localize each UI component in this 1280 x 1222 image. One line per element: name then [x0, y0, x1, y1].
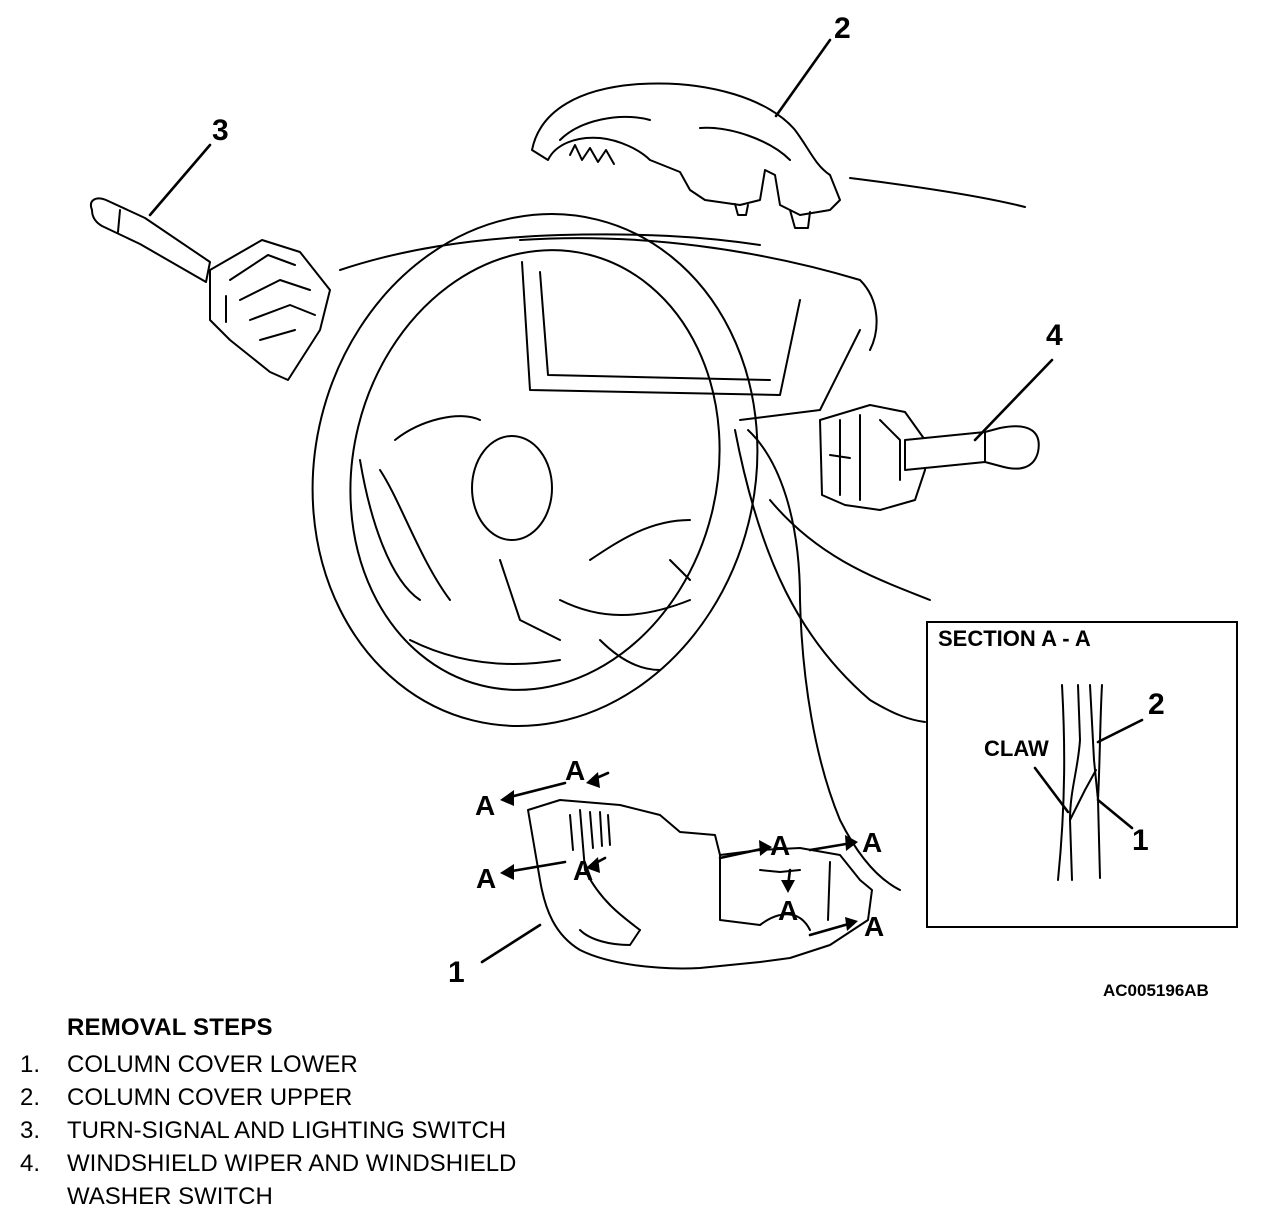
section-title: SECTION A - A: [938, 626, 1091, 651]
callout-3: 3: [212, 114, 229, 147]
step-text: WASHER SWITCH: [67, 1183, 273, 1210]
step-text: COLUMN COVER UPPER: [67, 1084, 353, 1111]
step-number: 1.: [20, 1051, 41, 1078]
section-marker-a-6: A: [862, 827, 882, 858]
removal-steps-title: REMOVAL STEPS: [67, 1014, 273, 1041]
exploded-view-diagram: 2 3 4 1 A A A A A A A A SECTION A - A CL…: [90, 12, 1238, 1000]
section-marker-a-5: A: [770, 830, 790, 861]
steering-wheel: [311, 213, 759, 727]
step-number: 4.: [20, 1150, 41, 1177]
callout-2: 2: [834, 12, 851, 45]
list-item: WASHER SWITCH: [0, 1180, 667, 1213]
figure-code: AC005196AB: [1103, 981, 1209, 1000]
section-label-claw: CLAW: [984, 736, 1049, 761]
section-callout-1: 1: [1132, 824, 1149, 857]
section-inset-drawing: [1033, 684, 1144, 881]
turn-signal-lighting-switch: [90, 197, 331, 381]
callout-4: 4: [1046, 319, 1063, 352]
list-item: 4. WINDSHIELD WIPER AND WINDSHIELD: [0, 1147, 667, 1180]
list-item: 1. COLUMN COVER LOWER: [0, 1048, 667, 1081]
step-number: 3.: [20, 1117, 41, 1144]
section-inset-frame: [926, 621, 1238, 928]
section-marker-a-7: A: [778, 895, 798, 926]
section-arrows: [500, 771, 858, 937]
column-cover-lower: [527, 799, 873, 970]
list-item: 3. TURN-SIGNAL AND LIGHTING SWITCH: [0, 1114, 667, 1147]
step-number: 2.: [20, 1084, 41, 1111]
step-text: COLUMN COVER LOWER: [67, 1051, 358, 1078]
removal-steps-list: 1. COLUMN COVER LOWER 2. COLUMN COVER UPPE…: [0, 1048, 667, 1213]
section-marker-a-8: A: [864, 911, 884, 942]
section-marker-a-2: A: [476, 863, 496, 894]
step-text: WINDSHIELD WIPER AND WINDSHIELD: [67, 1150, 517, 1177]
step-text: TURN-SIGNAL AND LIGHTING SWITCH: [67, 1117, 507, 1144]
section-marker-a-1: A: [475, 790, 495, 821]
wiper-washer-switch: [819, 404, 1040, 511]
callout-1: 1: [448, 956, 465, 989]
column-cover-upper: [531, 82, 841, 229]
dashboard-outline: [339, 177, 1026, 891]
list-item: 2. COLUMN COVER UPPER: [0, 1081, 667, 1114]
section-callout-2: 2: [1148, 688, 1165, 721]
section-marker-a-4: A: [573, 855, 593, 886]
leader-lines: [148, 38, 1054, 964]
section-marker-a-3: A: [565, 755, 585, 786]
